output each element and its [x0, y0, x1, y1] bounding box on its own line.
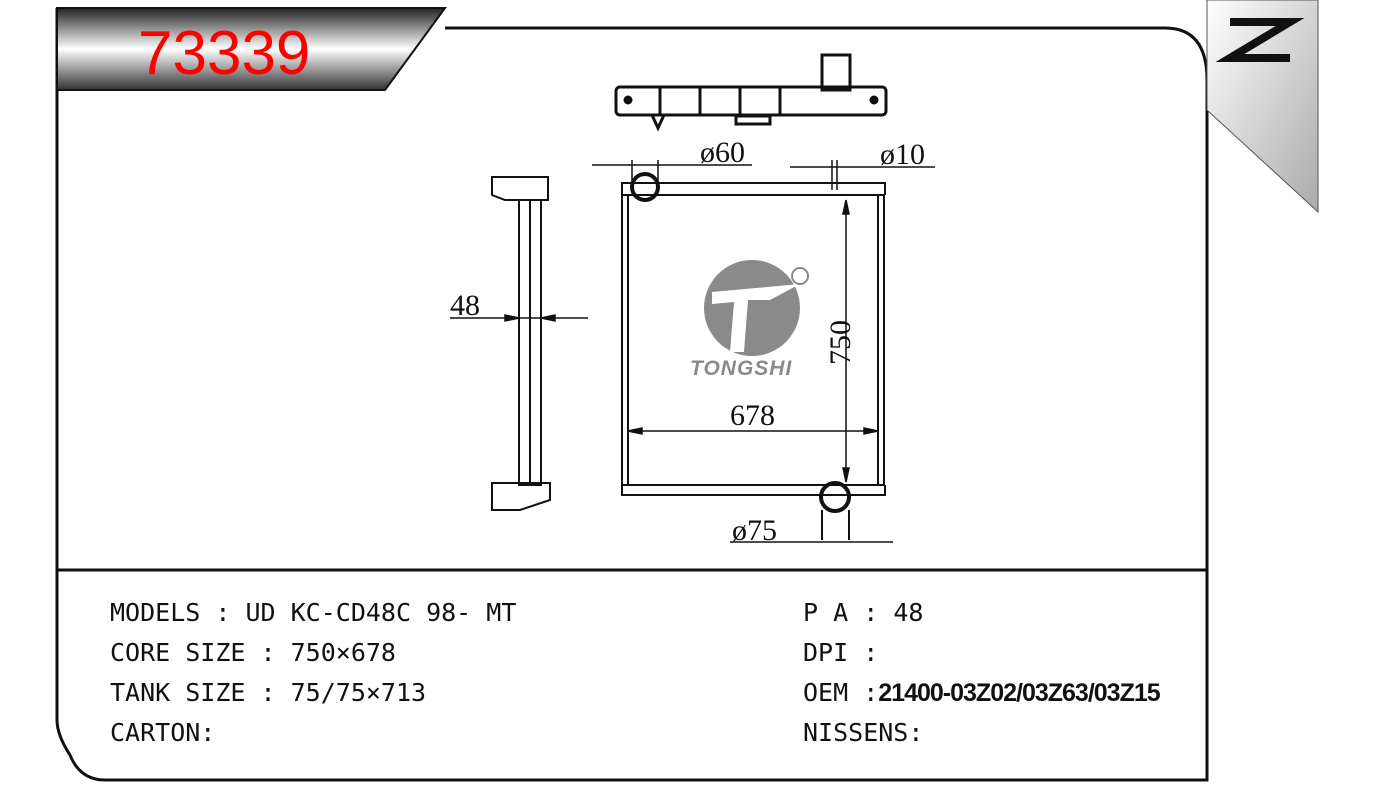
spec-label: TANK SIZE : [110, 678, 291, 707]
spec-core-size: CORE SIZE : 750×678 [110, 640, 396, 665]
spec-tank-size: TANK SIZE : 75/75×713 [110, 680, 426, 705]
spec-value: 75/75×713 [290, 678, 427, 707]
spec-label: OEM : [803, 678, 879, 707]
north-letter-icon [1215, 18, 1305, 62]
spec-label: MODELS : [110, 598, 246, 627]
spec-label: NISSENS: [803, 718, 924, 747]
spec-carton: CARTON: [110, 720, 215, 745]
top-tank-view [614, 53, 888, 132]
height-label: 750 [824, 320, 857, 365]
spec-label: P A : [803, 598, 894, 627]
width-label: 678 [730, 399, 775, 432]
spec-label: CARTON: [110, 718, 216, 747]
part-number: 73339 [138, 19, 311, 88]
spec-label: DPI : [803, 638, 894, 667]
brand-name: TONGSHI [690, 357, 793, 380]
spec-value: 48 [893, 598, 924, 627]
spec-dpi: DPI : [803, 640, 893, 665]
spec-value: 21400-03Z02/03Z63/03Z15 [878, 679, 1160, 707]
thickness-dimension [450, 314, 588, 322]
spec-models: MODELS : UD KC-CD48C 98- MT [110, 600, 516, 625]
side-view [491, 176, 551, 511]
drain-dia-label: ø10 [880, 138, 925, 171]
tongshi-logo-icon [704, 260, 809, 356]
spec-value: UD KC-CD48C 98- MT [245, 598, 517, 627]
dimension-lines [592, 160, 935, 543]
title-tab [56, 7, 447, 91]
spec-nissens: NISSENS: [803, 720, 923, 745]
spec-value: 750×678 [290, 638, 396, 667]
sheet-frame [55, 8, 1209, 782]
spec-pa: P A : 48 [803, 600, 923, 625]
north-marker [1206, 0, 1319, 214]
spec-oem: OEM :21400-03Z02/03Z63/03Z15 [803, 678, 1161, 707]
thickness-label: 48 [450, 289, 480, 322]
front-view [621, 172, 886, 540]
inlet-dia-label: ø60 [700, 136, 745, 169]
outlet-dia-label: ø75 [732, 514, 777, 547]
spec-label: CORE SIZE : [110, 638, 291, 667]
